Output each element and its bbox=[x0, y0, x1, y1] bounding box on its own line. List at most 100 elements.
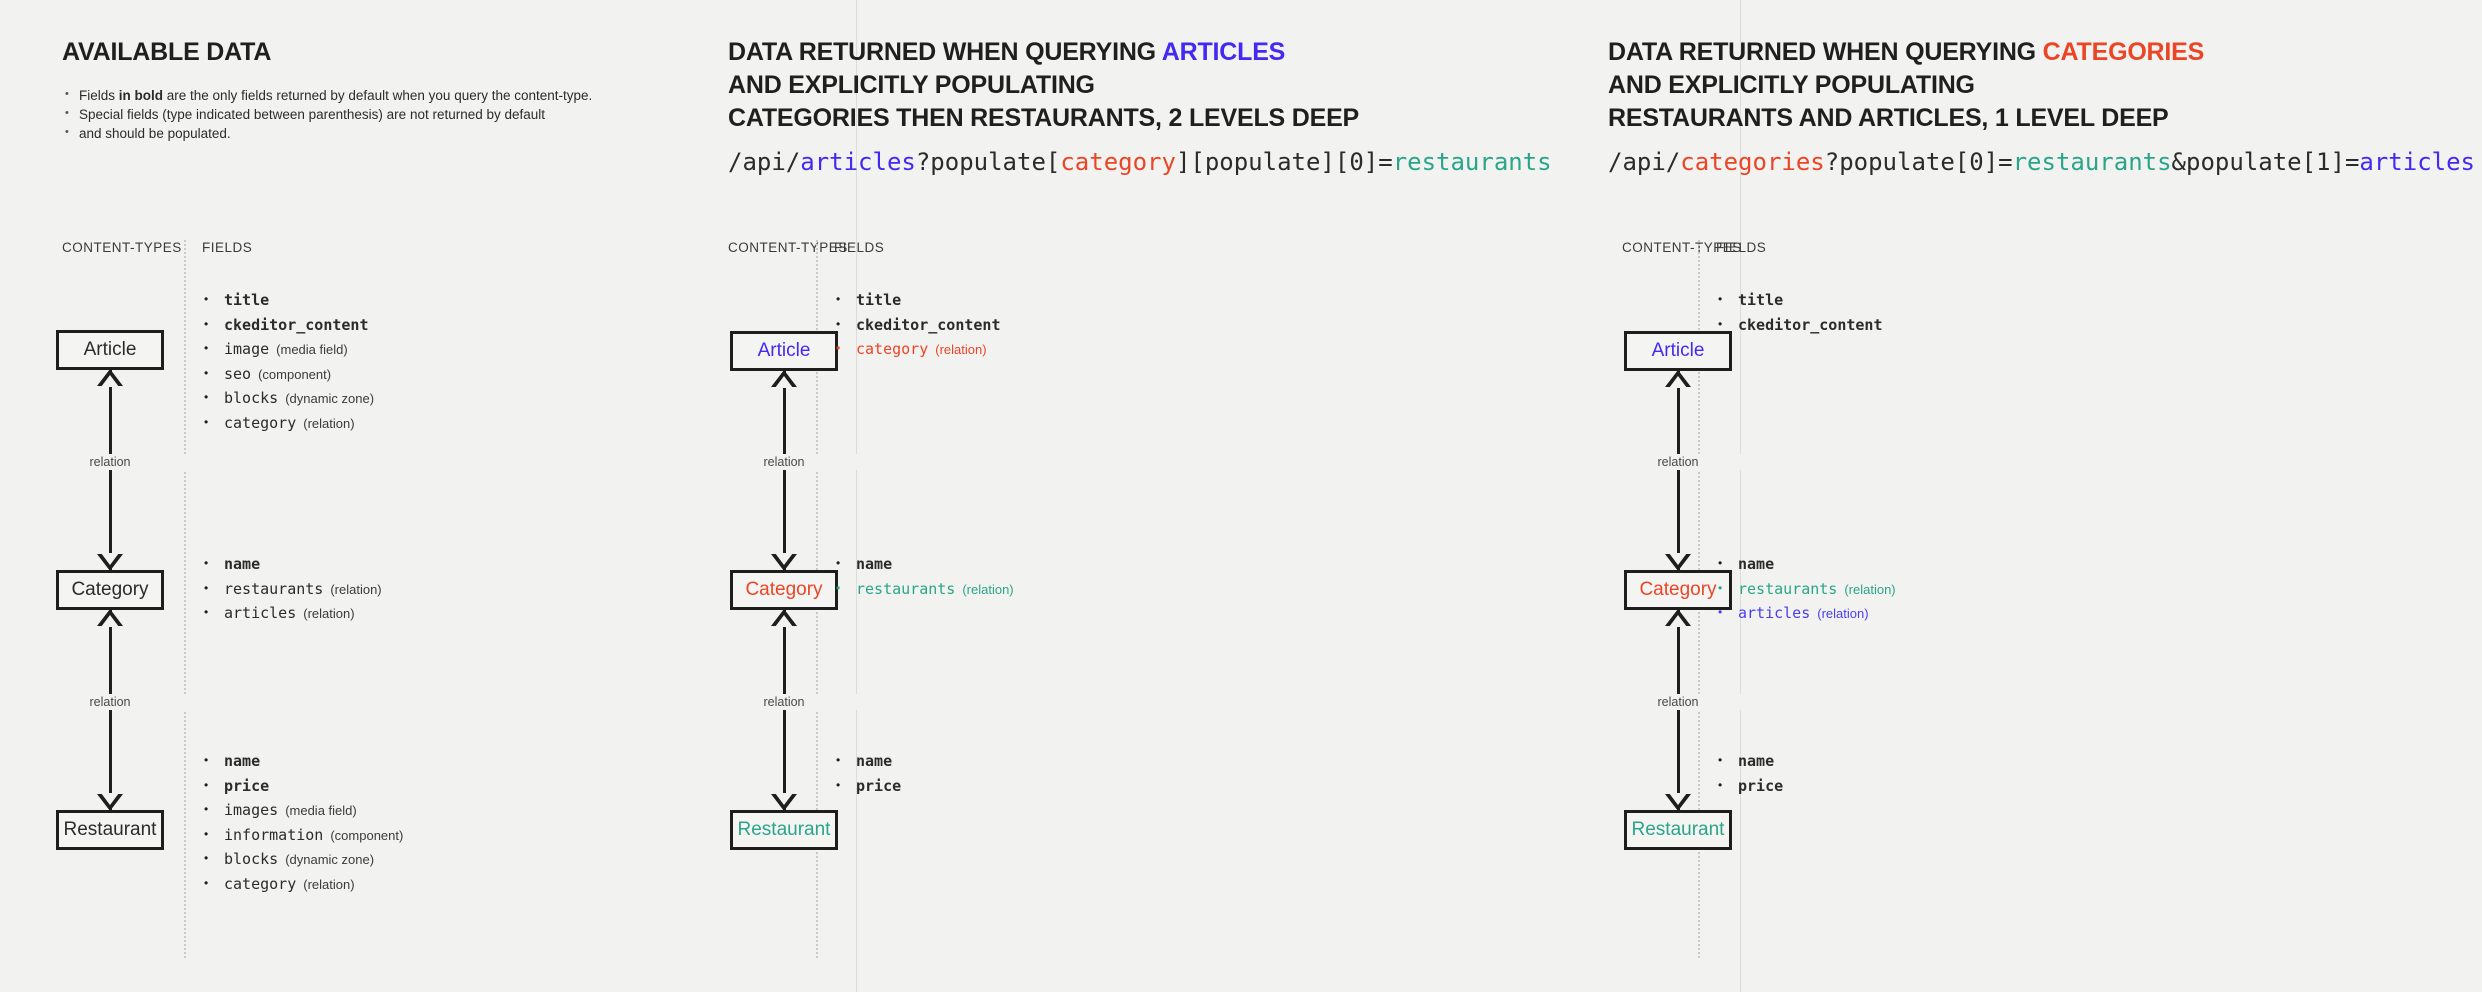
url-segment: categories bbox=[1680, 148, 1825, 176]
field-group-category: namerestaurants(relation) bbox=[834, 555, 1014, 605]
field-group-restaurant: namepriceimages(media field)information(… bbox=[202, 752, 404, 900]
content-type-box-restaurant[interactable]: Restaurant bbox=[56, 810, 164, 850]
heading-run: CATEGORIES bbox=[2042, 38, 2205, 66]
field-name: name bbox=[1738, 752, 1775, 770]
connector-stem bbox=[109, 610, 112, 810]
content-type-box-restaurant[interactable]: Restaurant bbox=[1624, 810, 1732, 850]
field-name: image bbox=[224, 340, 270, 358]
relation-connector-article-category: relation bbox=[30, 369, 190, 571]
content-type-label: Article bbox=[757, 340, 811, 361]
field-row: name bbox=[1716, 752, 1783, 770]
content-type-box-restaurant[interactable]: Restaurant bbox=[730, 810, 838, 850]
field-name: information bbox=[224, 825, 324, 844]
relation-label: relation bbox=[1598, 694, 1758, 710]
note-continuation: and should be populated. bbox=[62, 123, 662, 143]
field-name: blocks bbox=[224, 389, 279, 407]
url-segment: /api/ bbox=[728, 148, 801, 176]
field-row: image(media field) bbox=[202, 340, 374, 358]
field-type: (relation) bbox=[935, 342, 987, 357]
panel-2-api-url[interactable]: /api/articles?populate[category][populat… bbox=[728, 148, 1552, 176]
arrow-down-icon bbox=[1665, 793, 1691, 811]
field-row: name bbox=[1716, 555, 1896, 573]
field-group-article: titleckeditor_contentimage(media field)s… bbox=[202, 291, 375, 439]
field-row: category(relation) bbox=[202, 414, 374, 431]
label-fields: FIELDS bbox=[834, 240, 885, 255]
panel-divider-2 bbox=[1740, 0, 1741, 992]
relation-label: relation bbox=[30, 694, 190, 710]
content-type-box-category[interactable]: Category bbox=[730, 570, 838, 610]
field-row: title bbox=[834, 291, 1001, 308]
field-name: name bbox=[856, 752, 893, 770]
field-name: price bbox=[224, 776, 270, 795]
panel-1-title: AVAILABLE DATA bbox=[62, 38, 272, 66]
arrow-down-icon bbox=[97, 553, 123, 571]
field-type: (relation) bbox=[303, 876, 355, 892]
connector-stem bbox=[1677, 610, 1680, 810]
relation-label: relation bbox=[1598, 454, 1758, 470]
field-row: articles(relation) bbox=[1716, 604, 1896, 622]
content-type-label: Category bbox=[1639, 579, 1717, 600]
field-group-article: titleckeditor_content bbox=[1716, 291, 1883, 341]
heading-run: DATA RETURNED WHEN QUERYING bbox=[728, 38, 1162, 66]
note-text-bold: in bold bbox=[118, 88, 164, 103]
url-segment: articles bbox=[800, 148, 916, 176]
connector-stem bbox=[783, 610, 786, 810]
panel-3-api-url[interactable]: /api/categories?populate[0]=restaurants&… bbox=[1608, 148, 2475, 176]
field-row: ckeditor_content bbox=[1716, 315, 1883, 334]
field-row: title bbox=[202, 291, 374, 309]
field-type: (dynamic zone) bbox=[285, 391, 375, 406]
content-type-box-article[interactable]: Article bbox=[56, 330, 164, 370]
field-type: (dynamic zone) bbox=[285, 852, 375, 867]
content-type-label: Category bbox=[745, 579, 823, 600]
panel-query-categories: DATA RETURNED WHEN QUERYING CATEGORIES A… bbox=[1598, 0, 2482, 992]
field-row: seo(component) bbox=[202, 365, 374, 382]
field-row: name bbox=[834, 555, 1014, 573]
content-type-label: Article bbox=[83, 339, 137, 360]
note-item: Fields in bold are the only fields retur… bbox=[62, 85, 662, 105]
heading-run: CATEGORIES THEN RESTAURANTS, 2 LEVELS DE… bbox=[728, 104, 1360, 132]
field-type: (component) bbox=[330, 827, 404, 843]
relation-label: relation bbox=[30, 454, 190, 470]
field-name: restaurants bbox=[224, 579, 324, 598]
arrow-up-icon bbox=[1665, 370, 1691, 388]
relation-connector-category-restaurant: relation bbox=[704, 609, 864, 811]
note-text-suffix: are the only fields returned by default … bbox=[163, 88, 593, 103]
content-type-box-article[interactable]: Article bbox=[730, 331, 838, 371]
field-name: name bbox=[224, 555, 261, 573]
field-row: articles(relation) bbox=[202, 604, 382, 622]
url-segment: category bbox=[1060, 148, 1176, 176]
content-type-box-article[interactable]: Article bbox=[1624, 331, 1732, 371]
field-type: (component) bbox=[258, 366, 332, 382]
heading-run: DATA RETURNED WHEN QUERYING bbox=[1608, 38, 2043, 66]
arrow-up-icon bbox=[97, 609, 123, 627]
field-name: name bbox=[1738, 555, 1775, 573]
url-segment: /api/ bbox=[1608, 148, 1681, 176]
arrow-down-icon bbox=[1665, 553, 1691, 571]
field-type: (relation) bbox=[303, 415, 355, 431]
label-fields: FIELDS bbox=[1716, 240, 1767, 255]
panel-2-title-line-2: AND EXPLICITLY POPULATING bbox=[728, 69, 1095, 102]
url-segment: ?populate[ bbox=[915, 148, 1061, 176]
heading-run: AND EXPLICITLY POPULATING bbox=[1608, 71, 1975, 99]
arrow-up-icon bbox=[771, 370, 797, 388]
field-name: title bbox=[224, 291, 270, 309]
field-name: articles bbox=[1738, 604, 1811, 622]
field-type: (relation) bbox=[962, 581, 1014, 597]
connector-stem bbox=[1677, 371, 1680, 570]
note-text-prefix: Fields bbox=[79, 88, 119, 103]
field-name: category bbox=[856, 340, 929, 358]
field-row: images(media field) bbox=[202, 801, 403, 818]
field-name: articles bbox=[224, 604, 297, 622]
field-group-category: name restaurants(relation) articles(relati… bbox=[1716, 555, 1896, 630]
content-type-box-category[interactable]: Category bbox=[56, 570, 164, 610]
field-name: blocks bbox=[224, 850, 279, 868]
content-type-label: Restaurant bbox=[63, 819, 157, 840]
field-name: name bbox=[856, 555, 893, 573]
field-row: restaurants(relation) bbox=[1716, 580, 1896, 597]
column-dotted-divider bbox=[184, 240, 186, 958]
field-name: ckeditor_content bbox=[856, 315, 1001, 334]
url-segment: ][populate][0]= bbox=[1175, 148, 1393, 176]
field-name: ckeditor_content bbox=[1738, 315, 1883, 334]
heading-run: AND EXPLICITLY POPULATING bbox=[728, 71, 1095, 99]
